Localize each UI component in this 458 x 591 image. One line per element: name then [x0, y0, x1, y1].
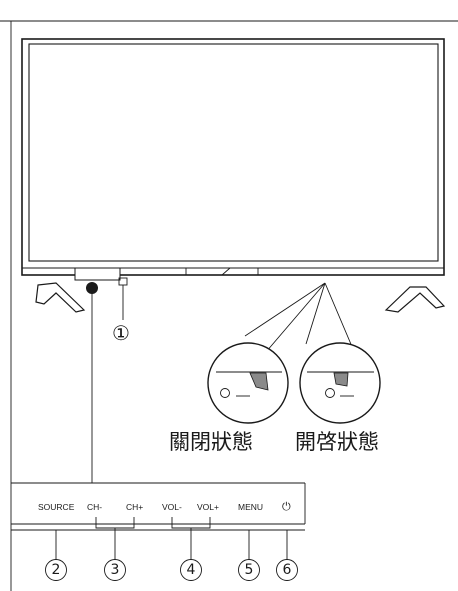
power-icon: ⏻ [282, 501, 291, 513]
panel-leaders [55, 517, 288, 560]
rocker-switch-off-icon [249, 372, 269, 391]
ch-plus-button-label: CH+ [126, 502, 143, 512]
tv-logo-notch [185, 267, 259, 276]
switch-off-circle [207, 342, 289, 424]
callout-1: ① [112, 321, 130, 345]
callout-5: 5 [245, 562, 254, 578]
callout-4: 4 [187, 562, 196, 578]
vol-plus-button-label: VOL+ [197, 502, 219, 512]
panel-callouts: 2 3 4 5 6 [45, 559, 298, 581]
switch-leader-lines [244, 282, 354, 353]
vol-minus-button-label: VOL- [162, 502, 182, 512]
tv-set [21, 38, 446, 313]
menu-button-label: MENU [238, 502, 263, 512]
tv-button-strip [74, 267, 121, 281]
switch-on-label: 開啓狀態 [295, 430, 379, 454]
callout-3: 3 [111, 562, 120, 578]
switch-off-label: 關閉狀態 [169, 430, 253, 454]
left-stand [35, 282, 86, 313]
tv-bezel [21, 38, 445, 276]
switch-on-magnifier [299, 342, 381, 424]
switch-off-magnifier [207, 342, 289, 424]
rocker-switch-on-icon [333, 372, 349, 387]
tv-screen [28, 43, 439, 262]
ch-minus-button-label: CH- [87, 502, 102, 512]
right-stand [384, 286, 446, 313]
callout-2: 2 [52, 562, 61, 578]
button-panel: SOURCE CH- CH+ VOL- VOL+ MENU ⏻ [11, 482, 306, 531]
source-button-label: SOURCE [38, 502, 75, 512]
callout-6: 6 [283, 562, 292, 578]
